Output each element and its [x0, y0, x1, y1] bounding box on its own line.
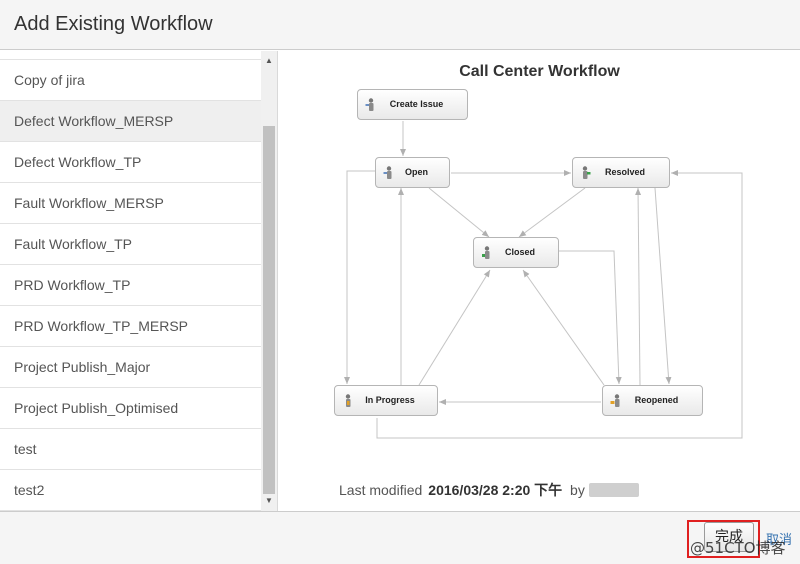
transition-open-to-closed: [428, 187, 490, 238]
last-modified-date: 2016/03/28 2:20 下午: [428, 482, 563, 498]
node-closed[interactable]: Closed: [473, 237, 559, 268]
person-icon: [365, 98, 374, 111]
dialog-title: Add Existing Workflow: [14, 13, 213, 35]
transition-resolved-to-closed: [518, 187, 586, 238]
workflow-list-item[interactable]: Project Publish_Optimised: [0, 388, 261, 429]
scroll-thumb[interactable]: [263, 126, 275, 494]
workflow-diagram-connectors: [344, 121, 743, 439]
person-icon: [345, 394, 351, 407]
scroll-up-arrow-icon[interactable]: ▲: [265, 56, 273, 65]
workflow-preview-pane: Call Center Workflow Create Issue: [279, 51, 800, 511]
list-scrollbar[interactable]: ▲ ▼: [261, 51, 277, 511]
dialog-header: Add Existing Workflow: [0, 0, 800, 50]
node-label: Closed: [504, 247, 535, 257]
person-icon: [482, 246, 490, 259]
last-modified-label: Last modified: [339, 482, 423, 498]
workflow-list-item[interactable]: Project Publish_Major: [0, 347, 261, 388]
node-reopened[interactable]: Reopened: [602, 385, 703, 416]
node-label: Create Issue: [389, 99, 444, 109]
dialog-footer: 完成 取消 @51CTO博客: [0, 511, 800, 564]
list-divider: [0, 59, 261, 60]
workflow-list-item[interactable]: PRD Workflow_TP: [0, 265, 261, 306]
workflow-list-item[interactable]: test2: [0, 470, 261, 511]
workflow-list-item[interactable]: Copy of jira: [0, 60, 261, 101]
workflow-list-item[interactable]: PRD Workflow_TP_MERSP: [0, 306, 261, 347]
transition-inprogress-to-resolved: [376, 170, 743, 439]
transition-reopened-to-resolved: [635, 187, 642, 386]
transition-open-to-inprogress: [344, 170, 375, 384]
node-label: Open: [404, 167, 428, 177]
node-open[interactable]: Open: [375, 157, 450, 188]
node-create-issue[interactable]: Create Issue: [357, 89, 468, 120]
done-button[interactable]: 完成: [704, 522, 754, 552]
redacted-author-name: [588, 483, 639, 497]
transition-reopened-to-closed: [522, 269, 605, 386]
cancel-link[interactable]: 取消: [766, 533, 793, 548]
workflow-list-item[interactable]: Fault Workflow_MERSP: [0, 183, 261, 224]
node-resolved[interactable]: Resolved: [572, 157, 670, 188]
person-icon: [582, 166, 591, 179]
node-label: In Progress: [365, 395, 415, 405]
node-label: Reopened: [634, 395, 679, 405]
workflow-list-item[interactable]: Defect Workflow_TP: [0, 142, 261, 183]
transition-closed-to-reopened: [559, 250, 622, 385]
node-in-progress[interactable]: In Progress: [334, 385, 438, 416]
workflow-list-item[interactable]: test: [0, 429, 261, 470]
last-modified-info: Last modified 2016/03/28 2:20 下午 by: [339, 480, 639, 500]
transition-resolved-to-reopened: [654, 187, 672, 385]
scroll-down-arrow-icon[interactable]: ▼: [265, 496, 273, 505]
transition-inprogress-to-closed: [418, 269, 491, 386]
diagram-title: Call Center Workflow: [459, 63, 620, 80]
highlight-annotation: [687, 520, 760, 558]
workflow-list-item[interactable]: Fault Workflow_TP: [0, 224, 261, 265]
last-modified-by-label: by: [570, 482, 585, 498]
person-icon: [383, 166, 392, 179]
workflow-list-item[interactable]: Defect Workflow_MERSP: [0, 101, 261, 142]
node-label: Resolved: [604, 167, 646, 177]
person-icon: [610, 394, 620, 407]
